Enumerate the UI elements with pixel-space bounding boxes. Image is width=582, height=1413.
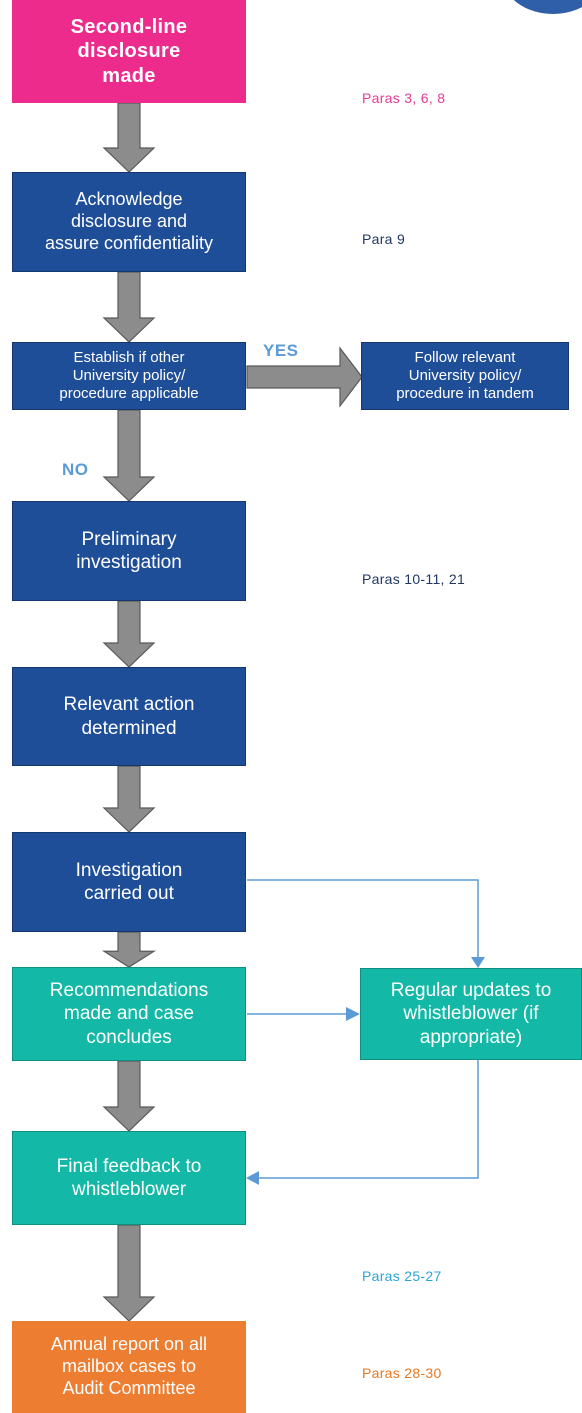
connector-investigation-to-updates: [247, 879, 479, 958]
arrowhead-to-updates-side: [346, 1007, 360, 1021]
connector-updates-to-feedback: [258, 1060, 479, 1179]
step-preliminary: Preliminary investigation: [12, 501, 246, 601]
step-preliminary-label: Preliminary investigation: [76, 528, 182, 573]
step-final-feedback-label: Final feedback to whistleblower: [56, 1155, 202, 1200]
step-regular-updates-label: Regular updates to whistleblower (if app…: [390, 980, 552, 1048]
step-investigation: Investigation carried out: [12, 832, 246, 932]
step-action-label: Relevant action determined: [63, 694, 195, 739]
arrow-disclosure-to-acknowledge: [102, 102, 156, 173]
ref-paras-28-30: Paras 28-30: [362, 1365, 442, 1381]
arrow-action-to-investigation: [102, 765, 156, 833]
arrow-acknowledge-to-establish: [102, 271, 156, 343]
ref-paras-10-11-21: Paras 10-11, 21: [362, 571, 466, 587]
step-annual-report: Annual report on all mailbox cases to Au…: [12, 1321, 246, 1413]
step-follow-policy: Follow relevant University policy/ proce…: [361, 342, 569, 410]
arrow-preliminary-to-action: [102, 600, 156, 668]
arrow-recommendations-to-feedback: [102, 1060, 156, 1132]
arrow-establish-to-preliminary: [102, 409, 156, 502]
decision-no-label: NO: [62, 460, 89, 479]
ref-paras-3-6-8: Paras 3, 6, 8: [362, 90, 446, 106]
step-establish: Establish if other University policy/ pr…: [12, 342, 246, 410]
decision-yes-label: YES: [263, 341, 299, 360]
step-recommendations: Recommendations made and case concludes: [12, 967, 246, 1061]
step-regular-updates: Regular updates to whistleblower (if app…: [360, 968, 582, 1060]
step-acknowledge-label: Acknowledge disclosure and assure confid…: [44, 189, 214, 253]
ref-para-9: Para 9: [362, 231, 406, 247]
arrow-feedback-to-report: [102, 1224, 156, 1322]
step-investigation-label: Investigation carried out: [75, 859, 183, 904]
step-action: Relevant action determined: [12, 667, 246, 766]
step-establish-label: Establish if other University policy/ pr…: [59, 348, 199, 403]
step-acknowledge: Acknowledge disclosure and assure confid…: [12, 172, 246, 272]
step-disclosure-label: Second-line disclosure made: [70, 15, 188, 87]
arrow-investigation-to-recommendations: [101, 931, 157, 968]
update-connectors: [246, 879, 485, 1185]
yes-arrow: [246, 346, 363, 408]
step-recommendations-label: Recommendations made and case concludes: [49, 980, 209, 1048]
arrowhead-to-feedback: [246, 1171, 259, 1185]
step-annual-report-label: Annual report on all mailbox cases to Au…: [50, 1334, 208, 1398]
step-follow-policy-label: Follow relevant University policy/ proce…: [396, 348, 534, 403]
step-disclosure: Second-line disclosure made: [12, 0, 246, 103]
step-final-feedback: Final feedback to whistleblower: [12, 1131, 246, 1225]
arrowhead-to-updates: [471, 957, 485, 968]
ref-paras-25-27: Paras 25-27: [362, 1268, 442, 1284]
